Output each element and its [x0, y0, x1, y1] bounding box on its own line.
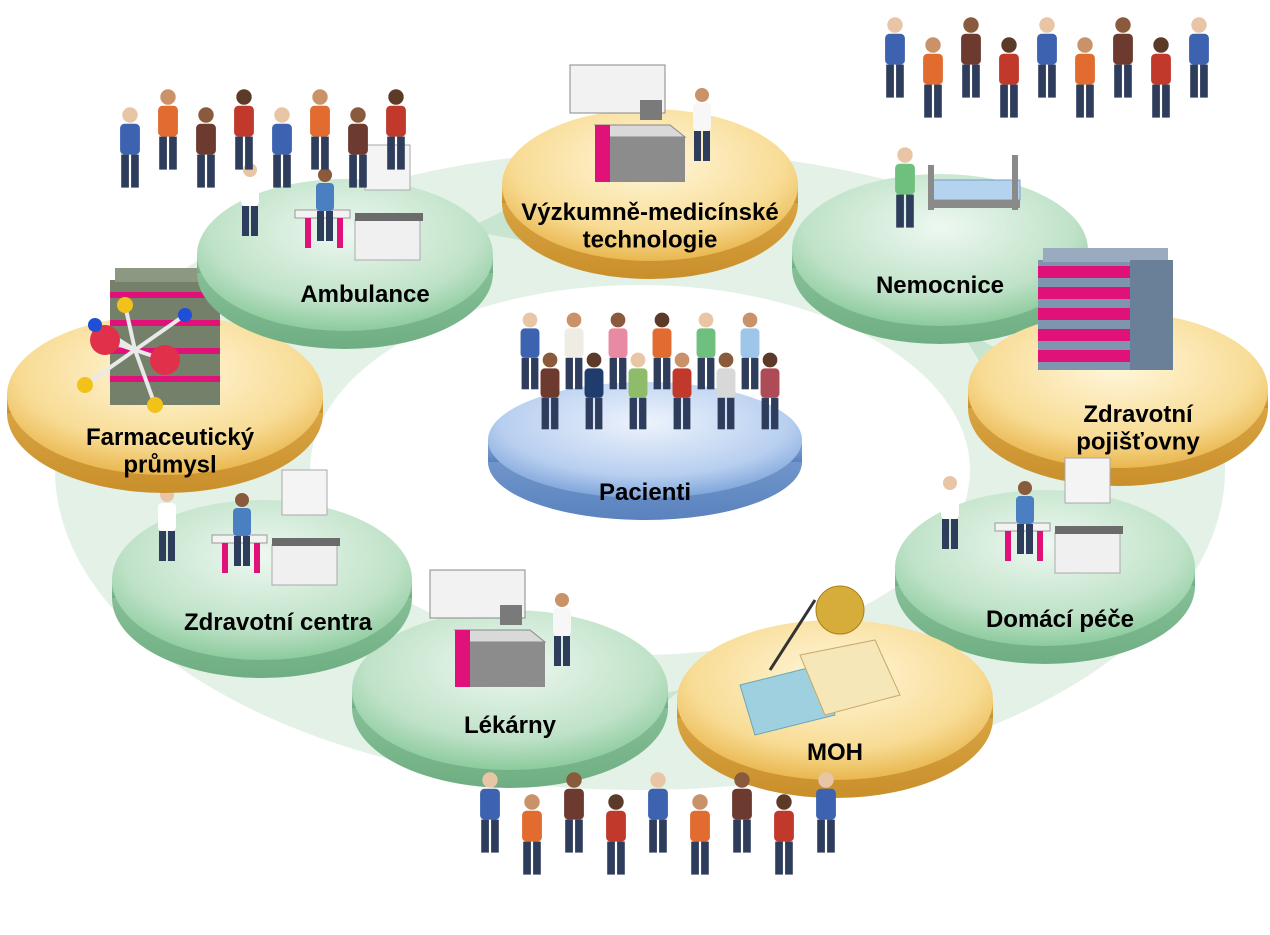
node-ambulance: Ambulance	[197, 144, 493, 349]
person-figure	[716, 352, 736, 430]
person-figure	[628, 352, 648, 430]
node-label: Domácí péče	[986, 606, 1134, 633]
person-figure	[648, 772, 668, 853]
node-platform-top	[502, 109, 798, 261]
person-figure	[895, 147, 915, 228]
person-figure	[1113, 17, 1133, 98]
node-moh: MOH	[677, 585, 993, 798]
person-figure	[272, 107, 292, 188]
person-figure	[740, 312, 760, 390]
node-label: Zdravotní centra	[184, 609, 373, 636]
clinic-room-icon	[941, 457, 1123, 574]
person-figure	[316, 168, 334, 241]
person-figure	[652, 312, 672, 390]
person-figure	[348, 107, 368, 188]
node-label-line: Domácí péče	[986, 606, 1134, 633]
person-figure	[520, 312, 540, 390]
crowd-top-right	[885, 17, 1209, 118]
person-figure	[961, 17, 981, 98]
person-figure	[158, 89, 178, 170]
node-label-line: průmysl	[123, 452, 216, 479]
lab-workstation-icon	[569, 64, 711, 182]
person-figure	[310, 89, 330, 170]
person-figure	[120, 107, 140, 188]
node-label: MOH	[807, 739, 863, 766]
center-node: Pacienti	[488, 312, 802, 520]
person-figure	[1016, 481, 1034, 554]
person-figure	[690, 794, 710, 875]
person-figure	[608, 312, 628, 390]
node-domaci: Domácí péče	[895, 457, 1195, 664]
clinic-room-icon	[158, 469, 340, 586]
person-figure	[480, 772, 500, 853]
person-figure	[553, 593, 571, 666]
node-label-line: technologie	[583, 227, 718, 254]
person-figure	[196, 107, 216, 188]
node-label-line: Zdravotní centra	[184, 609, 373, 636]
person-figure	[540, 352, 560, 430]
lab-workstation-icon	[429, 569, 571, 687]
person-figure	[923, 37, 943, 118]
node-lekarny: Lékárny	[352, 569, 668, 788]
person-figure	[1075, 37, 1095, 118]
person-figure	[564, 312, 584, 390]
node-platform-top	[792, 174, 1088, 326]
node-label-line: MOH	[807, 739, 863, 766]
person-figure	[233, 493, 251, 566]
person-figure	[1189, 17, 1209, 98]
node-platform-top	[112, 500, 412, 660]
node-label-line: Farmaceutický	[86, 424, 255, 451]
insurance-building-icon	[1038, 248, 1173, 370]
documents-coin-icon	[739, 585, 901, 736]
molecule-building-icon	[77, 268, 220, 413]
person-figure	[760, 352, 780, 430]
crowd-top-left	[120, 89, 406, 188]
person-figure	[885, 17, 905, 98]
person-figure	[816, 772, 836, 853]
center-label: Pacienti	[599, 479, 691, 506]
patients-group-icon	[520, 312, 780, 430]
node-label-line: Nemocnice	[876, 272, 1004, 299]
person-figure	[564, 772, 584, 853]
person-figure	[774, 794, 794, 875]
person-figure	[941, 476, 959, 549]
person-figure	[584, 352, 604, 430]
node-label-line: Lékárny	[464, 712, 557, 739]
node-label: Lékárny	[464, 712, 557, 739]
person-figure	[234, 89, 254, 170]
person-figure	[999, 37, 1019, 118]
person-figure	[693, 88, 711, 161]
crowd-bottom	[480, 772, 836, 875]
node-label-line: Výzkumně-medicínské	[521, 199, 778, 226]
node-centra: Zdravotní centra	[112, 469, 412, 678]
node-label-line: pojišťovny	[1076, 429, 1200, 456]
node-nemocnice: Nemocnice	[792, 147, 1088, 344]
node-platform-top	[352, 610, 668, 770]
person-figure	[1151, 37, 1171, 118]
person-figure	[522, 794, 542, 875]
person-figure	[672, 352, 692, 430]
node-label: Ambulance	[300, 281, 429, 308]
hospital-room-icon	[895, 147, 1021, 228]
person-figure	[1037, 17, 1057, 98]
person-figure	[696, 312, 716, 390]
person-figure	[241, 163, 259, 236]
person-figure	[606, 794, 626, 875]
node-label: Nemocnice	[876, 272, 1004, 299]
node-label-line: Zdravotní	[1083, 401, 1194, 428]
person-figure	[386, 89, 406, 170]
node-label-line: Ambulance	[300, 281, 429, 308]
person-figure	[732, 772, 752, 853]
